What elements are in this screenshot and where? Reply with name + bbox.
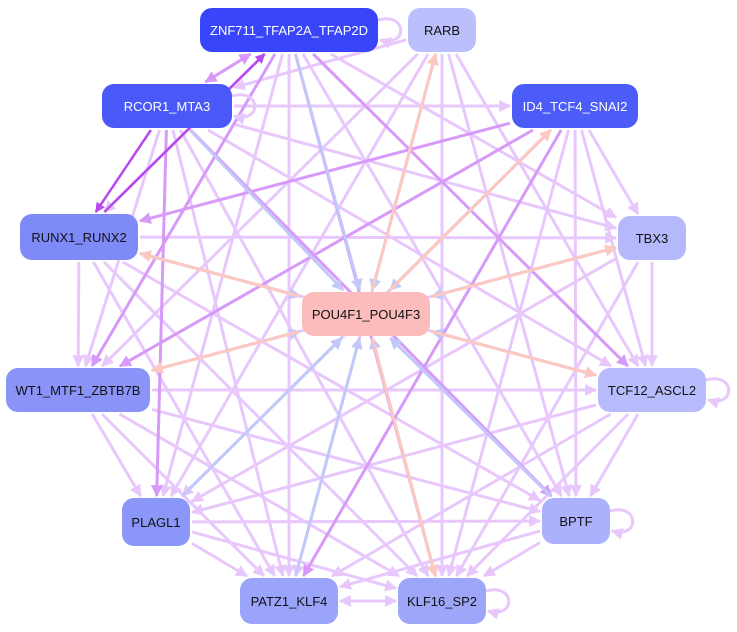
node-label: PATZ1_KLF4 [250, 593, 328, 609]
edge-znf711-pou4f1 [294, 53, 363, 292]
node-label: TCF12_ASCL2 [607, 382, 697, 398]
node-label: RUNX1_RUNX2 [31, 229, 127, 245]
node-pou4f1[interactable]: POU4F1_POU4F3 [302, 292, 430, 336]
node-label: RCOR1_MTA3 [123, 98, 211, 114]
node-label: KLF16_SP2 [406, 593, 478, 609]
node-label: ID4_TCF4_SNAI2 [522, 98, 628, 114]
node-znf711[interactable]: ZNF711_TFAP2A_TFAP2D [200, 8, 378, 52]
edge-rcor1-pou4f1 [188, 128, 345, 292]
edge-plagl1-patz1 [191, 542, 248, 578]
node-runx1[interactable]: RUNX1_RUNX2 [20, 214, 138, 260]
edge-tcf12-patz1 [330, 412, 612, 578]
node-tbx3[interactable]: TBX3 [618, 216, 686, 260]
edge-runx1-wt1 [72, 261, 85, 368]
node-label: PLAGL1 [131, 514, 181, 530]
edge-pou4f1-klf16 [370, 337, 439, 578]
edge-wt1-bptf [151, 408, 542, 515]
edge-rarb-plagl1 [169, 53, 430, 498]
edge-rcor1-patz1 [171, 129, 287, 578]
edge-plagl1-pou4f1 [181, 336, 343, 498]
edge-tcf12-bptf [589, 413, 640, 498]
edge-pou4f1-tbx3 [431, 244, 618, 298]
edge-id4-tbx3 [587, 129, 640, 216]
node-label: BPTF [559, 513, 593, 529]
node-klf16[interactable]: KLF16_SP2 [398, 578, 486, 624]
self-loop-rcor1 [231, 93, 257, 125]
node-label: WT1_MTF1_ZBTB7B [15, 382, 141, 398]
edge-pou4f1-runx1 [138, 250, 301, 298]
node-label: POU4F1_POU4F3 [311, 306, 421, 322]
self-loop-bptf [609, 508, 635, 540]
edge-wt1-plagl1 [90, 413, 142, 498]
edge-pou4f1-tcf12 [431, 330, 598, 379]
node-rarb[interactable]: RARB [408, 8, 476, 52]
edge-runx1-znf711 [103, 53, 266, 213]
edge-bptf-klf16 [482, 541, 541, 578]
edge-bptf-patz1 [338, 529, 541, 590]
edge-znf711-tbx3 [330, 52, 618, 219]
node-id4[interactable]: ID4_TCF4_SNAI2 [512, 84, 638, 128]
node-label: TBX3 [635, 230, 669, 246]
edge-rcor1-klf16 [179, 129, 430, 578]
edge-tbx3-plagl1 [190, 257, 617, 503]
edge-rcor1-tbx3 [233, 122, 618, 232]
edge-tcf12-plagl1 [190, 403, 597, 516]
node-bptf[interactable]: BPTF [542, 498, 610, 544]
node-label: ZNF711_TFAP2A_TFAP2D [210, 22, 368, 38]
edge-rcor1-tcf12 [207, 128, 613, 368]
self-loop-klf16 [485, 588, 511, 620]
edge-id4-wt1 [118, 128, 534, 368]
edge-plagl1-bptf [191, 515, 542, 528]
node-tcf12[interactable]: TCF12_ASCL2 [598, 368, 706, 412]
edge-runx1-tbx3 [139, 231, 618, 244]
edge-pou4f1-wt1 [150, 329, 301, 374]
edge-pou4f1-rarb [370, 52, 439, 291]
edge-id4-patz1 [302, 129, 563, 578]
edge-patz1-pou4f1 [294, 336, 363, 577]
node-wt1[interactable]: WT1_MTF1_ZBTB7B [6, 368, 150, 412]
self-loop-tcf12 [705, 377, 731, 409]
edge-bptf-pou4f1 [389, 336, 552, 498]
edge-znf711-bptf [301, 53, 563, 498]
edge-rcor1-plagl1 [150, 129, 168, 498]
edge-rcor1-runx1 [94, 129, 152, 213]
edge-runx1-bptf [122, 260, 542, 502]
node-plagl1[interactable]: PLAGL1 [122, 498, 190, 546]
node-rcor1[interactable]: RCOR1_MTA3 [102, 84, 232, 128]
edge-rarb-rcor1 [232, 38, 407, 91]
self-loop-znf711 [377, 17, 403, 49]
edge-pou4f1-id4 [389, 128, 552, 292]
node-label: RARB [423, 22, 461, 38]
edge-rcor1-znf711 [204, 52, 252, 84]
edge-plagl1-klf16 [191, 530, 398, 592]
edge-id4-runx1 [138, 121, 511, 224]
node-patz1[interactable]: PATZ1_KLF4 [240, 578, 338, 624]
